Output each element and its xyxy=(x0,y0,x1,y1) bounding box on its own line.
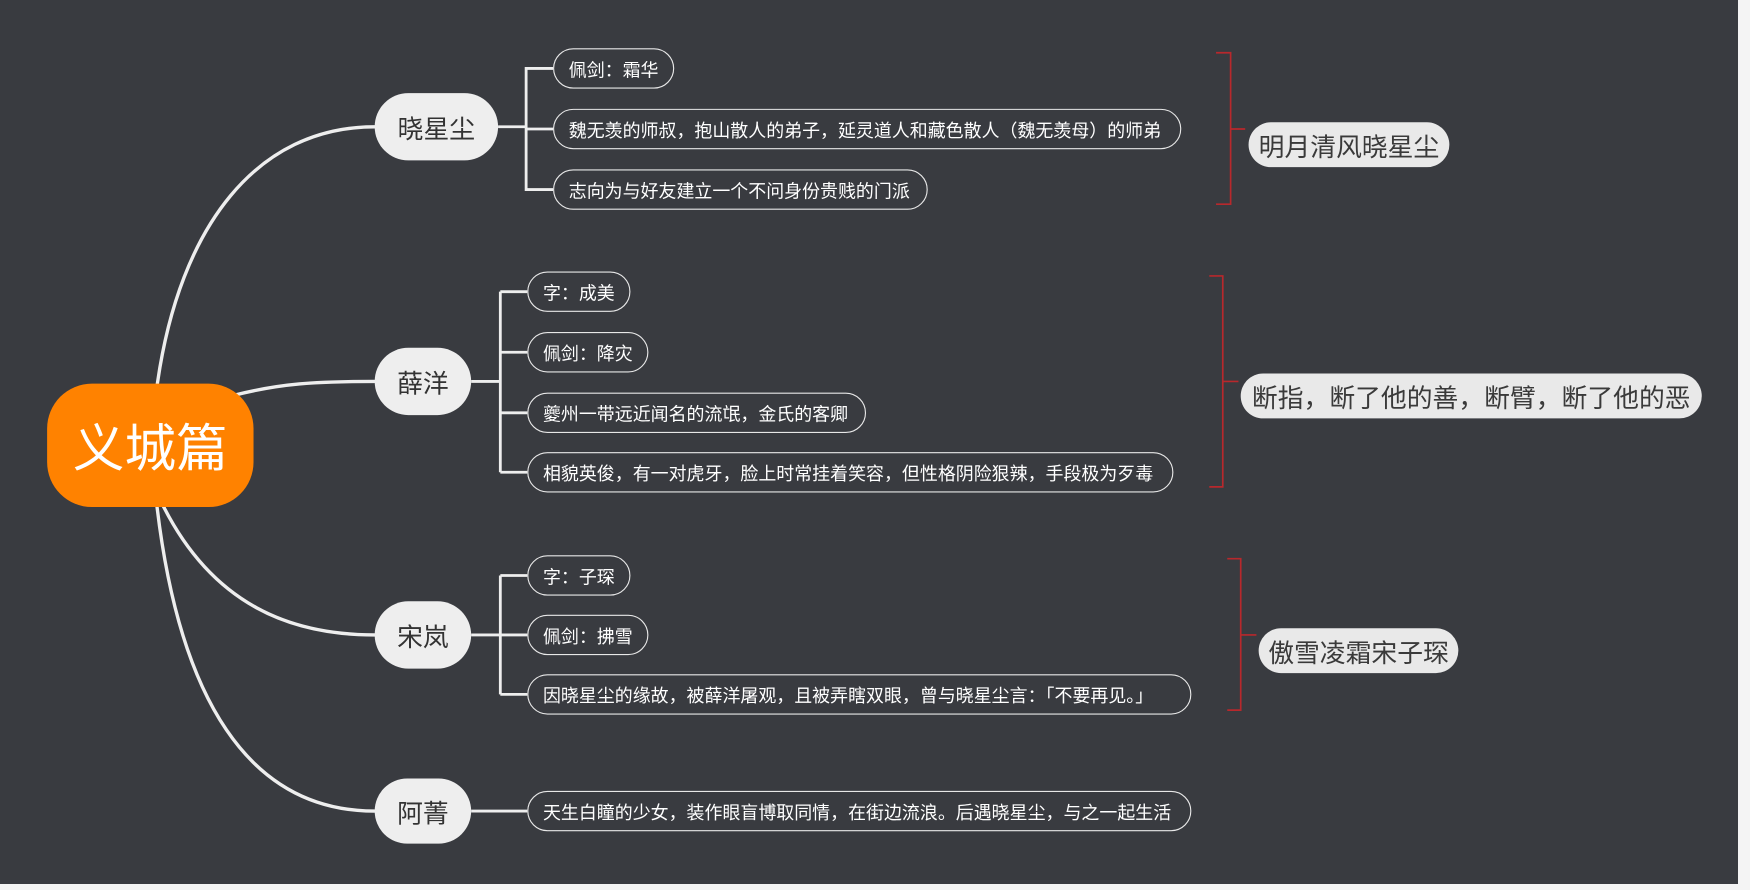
branch-xueyang[interactable]: 薛洋 xyxy=(374,347,472,416)
bottom-border xyxy=(0,884,1750,890)
leaf-story[interactable]: 天生白瞳的少女，装作眼盲博取同情，在街边流浪。后遇晓星尘，与之一起生活 xyxy=(527,790,1192,832)
connector-root-ajing xyxy=(155,505,377,813)
leaf-story[interactable]: 因晓星尘的缘故，被薛洋屠观，且被弄瞎双眼，曾与晓星尘言：「不要再见。」 xyxy=(527,674,1192,715)
leaf-sword[interactable]: 佩剑：拂雪 xyxy=(527,614,649,656)
leaf-sword[interactable]: 佩剑：降灾 xyxy=(527,332,649,373)
root-topic[interactable]: 义城篇 xyxy=(47,383,254,508)
leaf-sword[interactable]: 佩剑：霜华 xyxy=(553,48,675,89)
right-border xyxy=(1738,0,1750,890)
leaf-identity[interactable]: 夔州一带远近闻名的流氓，金氏的客卿 xyxy=(527,392,867,434)
spine-xiaoxingchen xyxy=(498,67,554,191)
leaf-courtesy-name[interactable]: 字：子琛 xyxy=(527,555,631,596)
bracket-xueyang xyxy=(1209,275,1239,488)
leaf-ambition[interactable]: 志向为与好友建立一个不问身份贵贱的门派 xyxy=(553,169,928,210)
connector-root-xueyang xyxy=(233,379,377,397)
spine-songlan xyxy=(471,574,528,696)
branch-songlan[interactable]: 宋岚 xyxy=(374,601,472,669)
bracket-xiaoxingchen xyxy=(1216,51,1246,206)
branch-xiaoxingchen[interactable]: 晓星尘 xyxy=(374,93,499,161)
summary-songlan[interactable]: 傲雪凌霜宋子琛 xyxy=(1258,628,1459,674)
leaf-courtesy-name[interactable]: 字：成美 xyxy=(527,271,631,312)
bracket-songlan xyxy=(1227,557,1257,711)
leaf-appearance[interactable]: 相貌英俊，有一对虎牙，脸上时常挂着笑容，但性格阴险狠辣，手段极为歹毒 xyxy=(527,452,1174,493)
branch-ajing[interactable]: 阿菁 xyxy=(374,778,472,844)
leaf-relation[interactable]: 魏无羡的师叔，抱山散人的弟子，延灵道人和藏色散人（魏无羡母）的师弟 xyxy=(553,108,1182,150)
summary-xueyang[interactable]: 断指，断了他的善，断臂，断了他的恶 xyxy=(1240,373,1702,419)
summary-xiaoxingchen[interactable]: 明月清风晓星尘 xyxy=(1248,122,1450,168)
connector-root-songlan xyxy=(160,503,377,637)
spine-xueyang xyxy=(471,290,528,474)
connector-root-xiaoxingchen xyxy=(155,125,377,388)
